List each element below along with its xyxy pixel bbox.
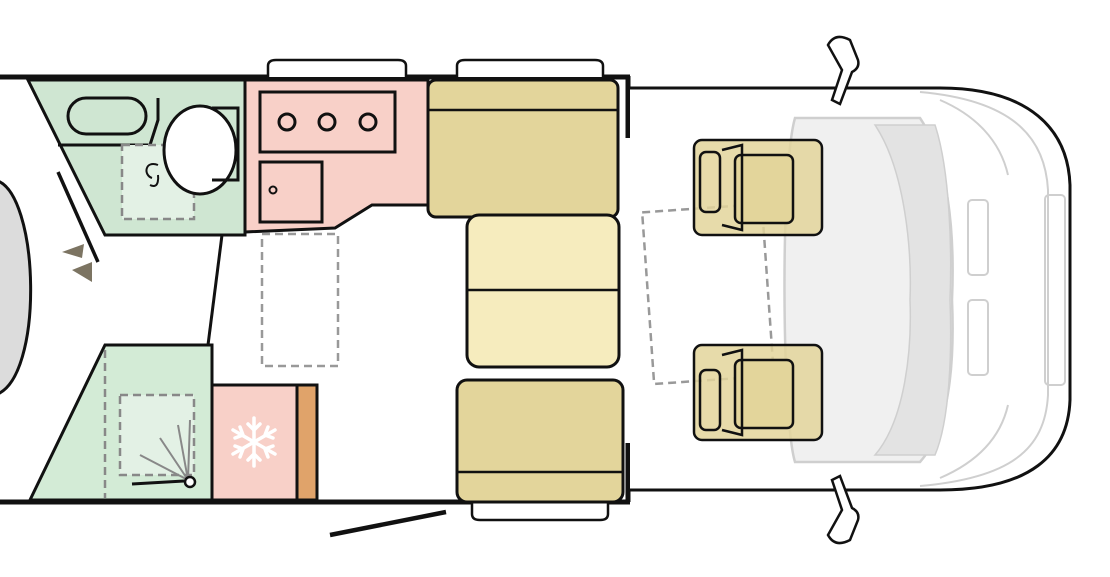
shower-icon <box>145 163 160 187</box>
cab-hood <box>919 91 1049 487</box>
cab-seat-bottom <box>692 343 824 442</box>
rear-bed <box>0 180 33 395</box>
sink-drain <box>268 185 278 195</box>
shower-handle <box>131 479 185 486</box>
cab-seat-top <box>692 138 824 237</box>
burner-1 <box>277 112 297 132</box>
kitchen-counter <box>243 78 430 234</box>
armrest-top <box>698 150 722 214</box>
seat-cushion-top <box>733 153 795 225</box>
dash-vent-2 <box>967 299 989 376</box>
kitchen-sink <box>258 160 324 224</box>
fridge <box>210 383 319 502</box>
mirrors <box>826 35 860 545</box>
bench-seat-icon <box>426 78 620 219</box>
washroom-counter <box>58 98 160 147</box>
stove-burners-icon <box>258 90 397 154</box>
toilet-tank <box>212 106 240 182</box>
shower-drain <box>183 475 197 489</box>
shower-room <box>27 343 214 502</box>
grille <box>1044 194 1066 386</box>
window-dinette-top <box>455 58 605 77</box>
snowflake-icon <box>231 416 277 468</box>
entry-door <box>329 509 447 538</box>
entry-arrow-up <box>62 244 84 258</box>
burner-3 <box>358 112 378 132</box>
mirror-bottom-icon <box>826 474 860 545</box>
wheel-arch-bottom <box>939 404 1009 479</box>
windshield-inner <box>873 124 952 456</box>
window-kitchen <box>266 58 408 77</box>
washroom-sink <box>66 96 148 136</box>
window-dinette-bottom <box>470 502 610 522</box>
burner-2 <box>317 112 337 132</box>
dash-vent-1 <box>967 199 989 276</box>
seat-back-top <box>721 143 744 232</box>
bench-seat-bottom <box>455 378 625 504</box>
shower-head-icon <box>139 419 191 481</box>
kitchen-floor-dash <box>260 232 340 368</box>
kitchen <box>243 78 430 368</box>
entry-arrow-down <box>72 262 92 282</box>
mirror-top-icon <box>826 35 860 106</box>
wheel-arch-top <box>939 99 1009 176</box>
wardrobe <box>295 383 319 502</box>
shower-tray-2 <box>118 393 196 477</box>
seat-back-bottom <box>721 348 744 437</box>
partition-line <box>206 234 224 346</box>
armrest-bottom <box>698 368 722 432</box>
toilet-icon <box>162 104 238 196</box>
dinette <box>426 78 625 504</box>
seat-cushion-bottom <box>733 358 795 430</box>
washroom <box>25 78 247 237</box>
bed-shape <box>0 180 33 395</box>
windows <box>266 58 610 522</box>
bedroom-door <box>56 171 100 263</box>
